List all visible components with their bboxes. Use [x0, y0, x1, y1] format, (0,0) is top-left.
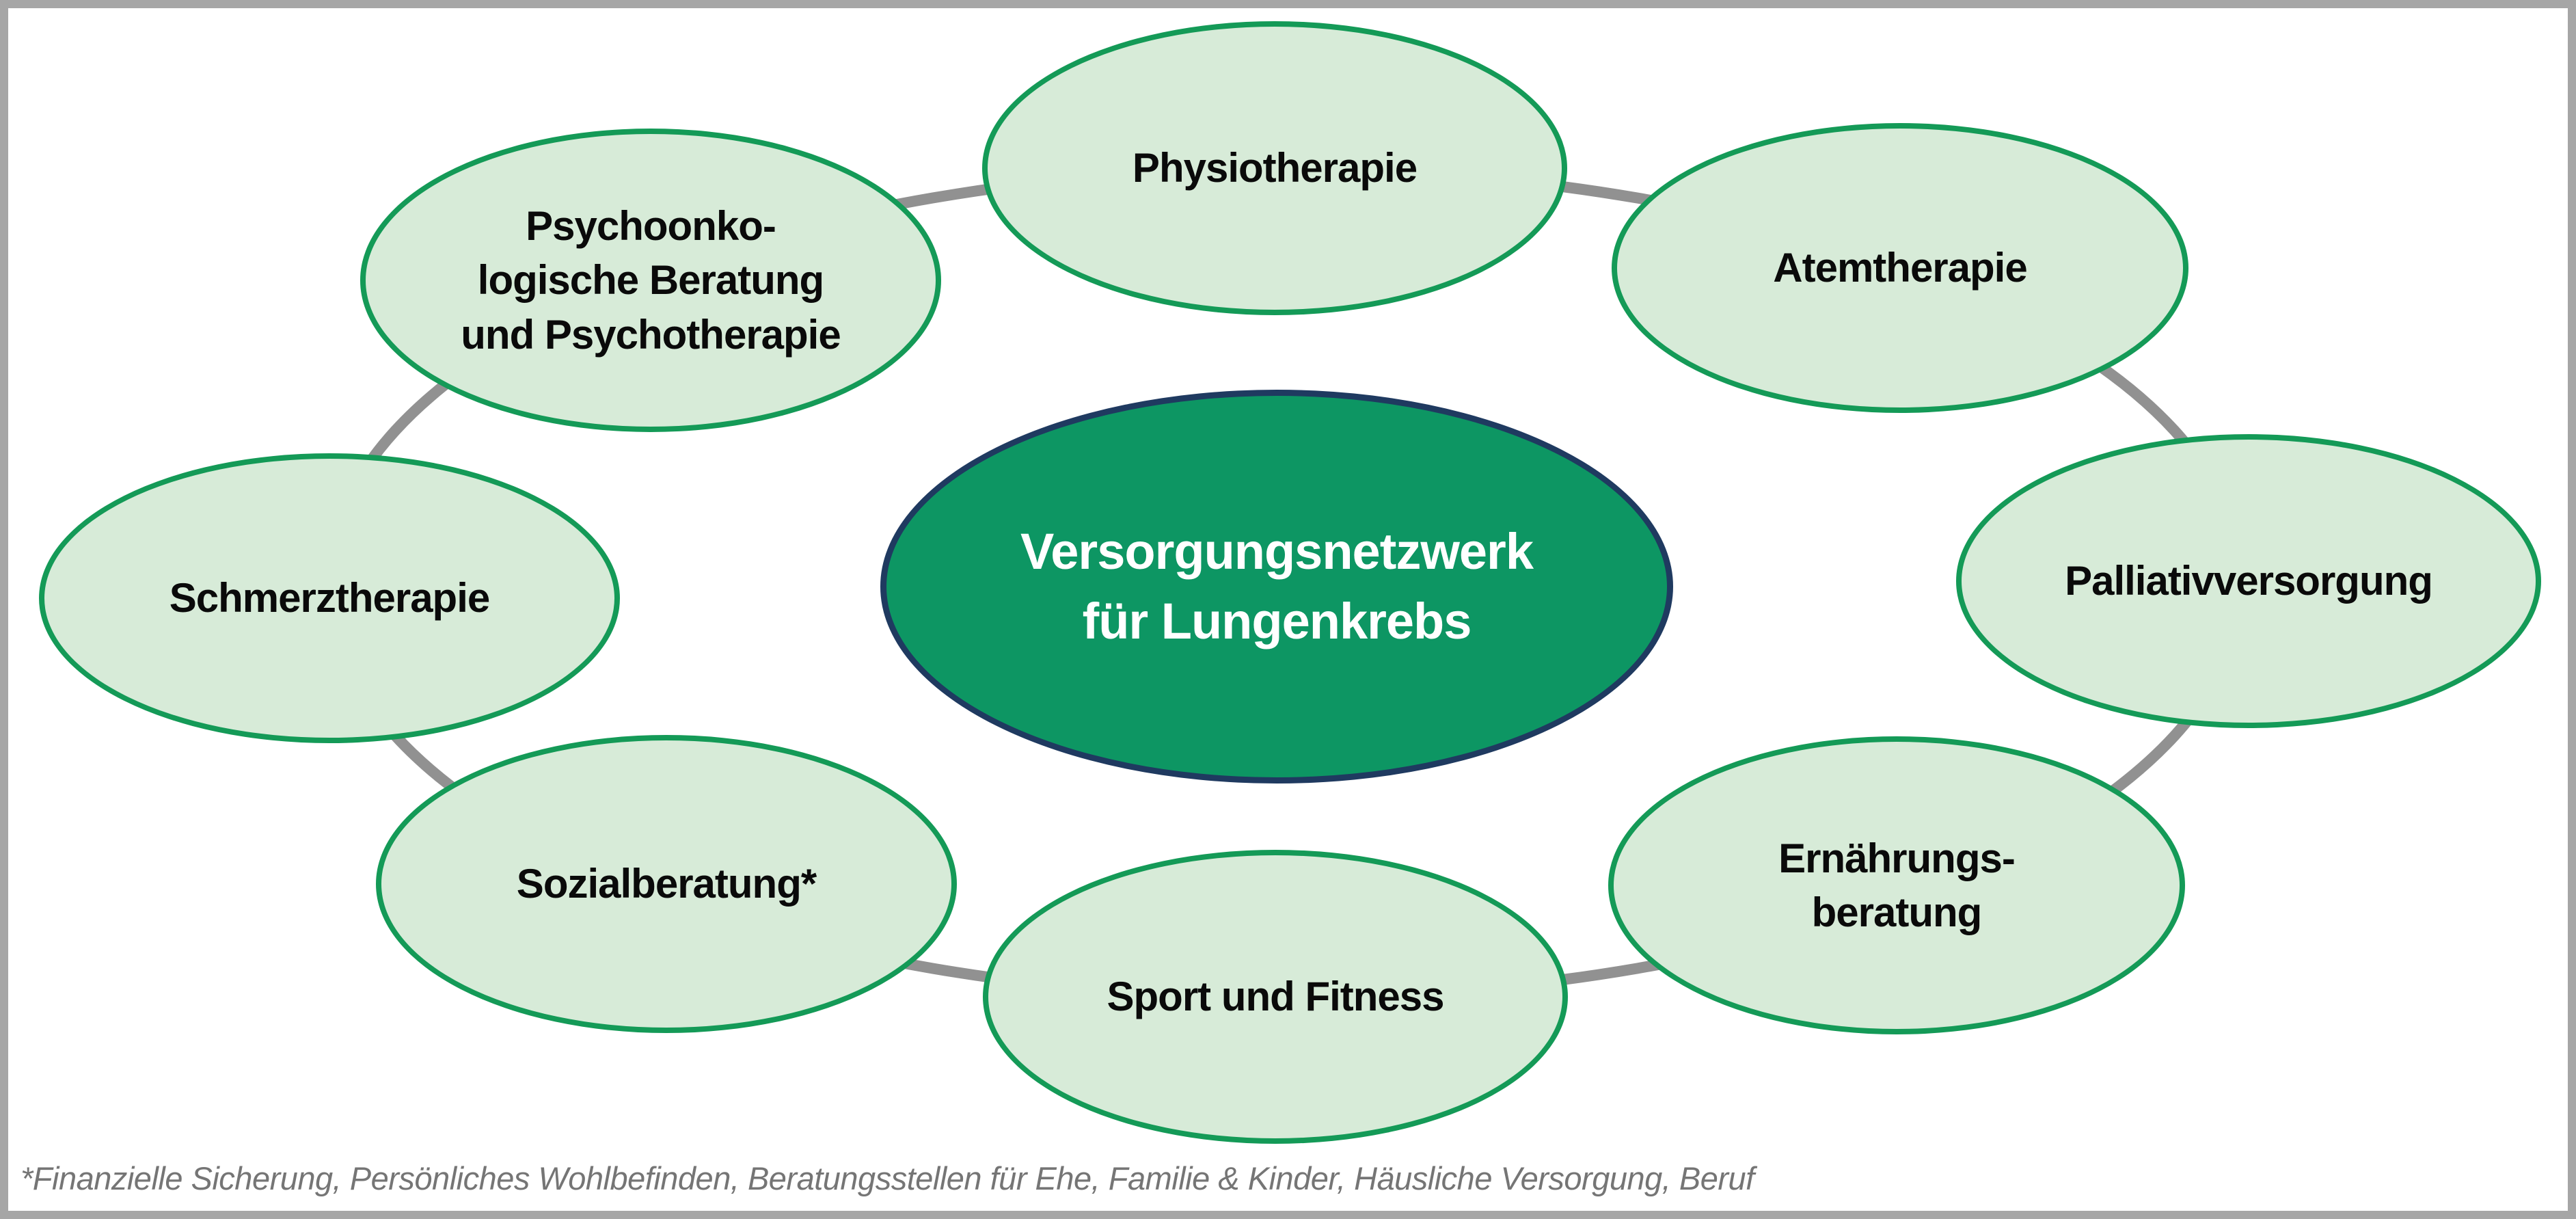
node-physiotherapie: Physiotherapie — [982, 21, 1567, 315]
node-label: und Psychotherapie — [461, 311, 841, 358]
node-label: logische Beratung — [477, 257, 824, 304]
node-psychoonkologische-beratung: Psychoonko- logische Beratung und Psycho… — [360, 129, 941, 432]
node-ernaehrungsberatung: Ernährungs- beratung — [1608, 736, 2185, 1034]
node-atemtherapie: Atemtherapie — [1612, 123, 2188, 413]
center-label: Versorgungsnetzwerk — [1020, 522, 1534, 580]
node-label: Sport und Fitness — [1107, 974, 1445, 1020]
node-palliativversorgung: Palliativversorgung — [1956, 434, 2541, 728]
node-schmerztherapie: Schmerztherapie — [39, 453, 620, 743]
node-label: Palliativversorgung — [2065, 558, 2433, 604]
center-label: für Lungenkrebs — [1082, 593, 1472, 649]
node-sozialberatung: Sozialberatung* — [376, 735, 957, 1033]
node-label: Schmerztherapie — [169, 575, 491, 621]
node-sport-und-fitness: Sport und Fitness — [983, 850, 1568, 1144]
node-label: Atemtherapie — [1773, 245, 2027, 291]
node-label: Psychoonko- — [526, 203, 776, 250]
footnote: *Finanzielle Sicherung, Persönliches Woh… — [21, 1160, 1754, 1196]
node-label: Physiotherapie — [1132, 145, 1418, 191]
node-label: Ernährungs- — [1778, 835, 2016, 881]
center-node: Versorgungsnetzwerk für Lungenkrebs — [880, 390, 1673, 783]
node-label: Sozialberatung* — [516, 861, 817, 907]
node-label: beratung — [1811, 889, 1983, 935]
